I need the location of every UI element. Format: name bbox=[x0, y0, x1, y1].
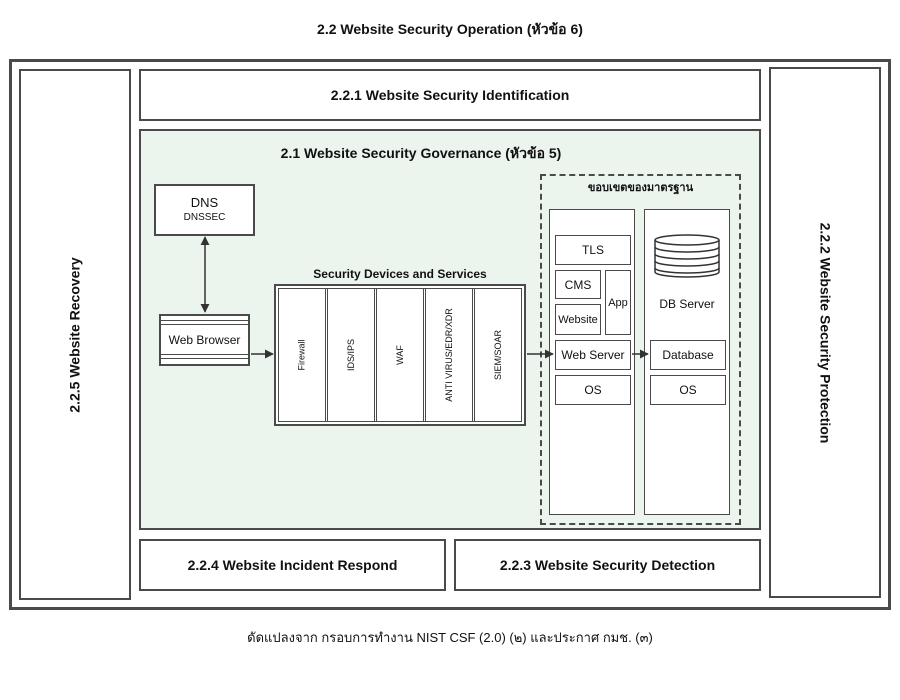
dnssec-label: DNSSEC bbox=[183, 211, 226, 223]
cms-box: CMS bbox=[555, 270, 601, 299]
device-ids-ips-label: IDS/IPS bbox=[345, 338, 356, 372]
device-antivirus: ANTI VIRUS/EDR/XDR bbox=[425, 288, 473, 422]
device-siem-soar-label: SIEM/SOAR bbox=[493, 329, 504, 381]
web-browser-box: Web Browser bbox=[159, 314, 250, 366]
web-server-box: Web Server bbox=[555, 340, 631, 370]
scope-box bbox=[540, 174, 741, 525]
browser-line bbox=[161, 358, 248, 359]
device-firewall-label: Firewall bbox=[296, 339, 307, 371]
device-waf-label: WAF bbox=[394, 345, 405, 365]
governance-title: 2.1 Website Security Governance (หัวข้อ … bbox=[280, 145, 562, 161]
protection-box: 2.2.2 Website Security Protection bbox=[769, 67, 881, 598]
scope-title: ขอบเขตของมาตรฐาน bbox=[587, 182, 694, 194]
device-firewall: Firewall bbox=[278, 288, 326, 422]
browser-line bbox=[161, 320, 248, 321]
db-server-label: DB Server bbox=[659, 297, 715, 311]
dns-label: DNS bbox=[190, 194, 219, 210]
database-box: Database bbox=[650, 340, 726, 370]
device-waf: WAF bbox=[376, 288, 424, 422]
detection-box: 2.2.3 Website Security Detection bbox=[454, 539, 761, 591]
browser-line bbox=[161, 324, 248, 325]
diagram-title: 2.2 Website Security Operation (หัวข้อ 6… bbox=[317, 21, 583, 37]
recovery-label: 2.2.5 Website Recovery bbox=[67, 256, 84, 413]
device-siem-soar: SIEM/SOAR bbox=[474, 288, 522, 422]
respond-box: 2.2.4 Website Incident Respond bbox=[139, 539, 446, 591]
web-browser-label: Web Browser bbox=[161, 328, 248, 352]
app-box: App bbox=[605, 270, 631, 335]
recovery-box: 2.2.5 Website Recovery bbox=[19, 69, 131, 600]
dns-box: DNS DNSSEC bbox=[154, 184, 255, 236]
protection-label: 2.2.2 Website Security Protection bbox=[817, 222, 833, 443]
source-caption: ดัดแปลงจาก กรอบการทำงาน NIST CSF (2.0) (… bbox=[247, 629, 653, 645]
browser-line bbox=[161, 354, 248, 355]
security-devices-title: Security Devices and Services bbox=[313, 267, 487, 281]
device-ids-ips: IDS/IPS bbox=[327, 288, 375, 422]
os-box-db: OS bbox=[650, 375, 726, 405]
device-antivirus-label: ANTI VIRUS/EDR/XDR bbox=[444, 308, 455, 402]
tls-box: TLS bbox=[555, 235, 631, 265]
os-box-web: OS bbox=[555, 375, 631, 405]
outer-frame bbox=[9, 59, 891, 610]
website-box: Website bbox=[555, 304, 601, 335]
identification-box: 2.2.1 Website Security Identification bbox=[139, 69, 761, 121]
